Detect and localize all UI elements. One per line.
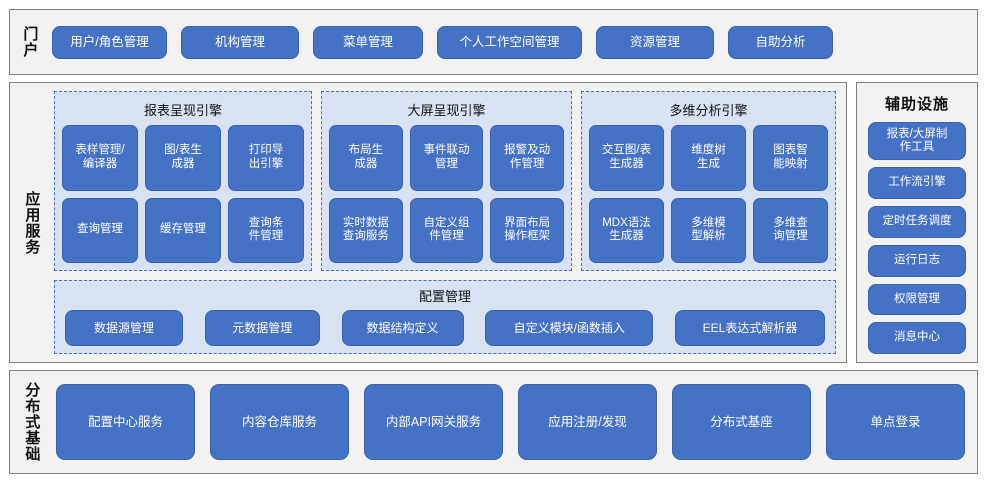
screen-item-layout-generator[interactable]: 布局生 成器 xyxy=(329,125,403,191)
screen-item-custom-component-management[interactable]: 自定义组 件管理 xyxy=(409,197,484,263)
report-item-query-condition-management[interactable]: 查询条 件管理 xyxy=(228,197,304,263)
configuration-management-button-row: 数据源管理 元数据管理 数据结构定义 自定义模块/函数插入 EEL表达式解析器 xyxy=(65,310,825,346)
report-item-template-management-compiler[interactable]: 表样管理/ 编译器 xyxy=(62,125,138,191)
report-item-chart-table-generator[interactable]: 图/表生 成器 xyxy=(145,125,221,191)
screen-item-alarm-action-management[interactable]: 报警及动 作管理 xyxy=(490,125,564,191)
aux-item-report-screen-authoring-tool[interactable]: 报表/大屏制 作工具 xyxy=(868,122,966,161)
portal-section-label: 门户 xyxy=(21,26,39,58)
application-service-section-label: 应用服务 xyxy=(23,190,41,255)
configuration-management-group: 配置管理 数据源管理 元数据管理 数据结构定义 自定义模块/函数插入 EEL表达… xyxy=(54,280,836,354)
config-item-datasource-management[interactable]: 数据源管理 xyxy=(65,310,183,346)
screen-item-ui-layout-operation-framework[interactable]: 界面布局 操作框架 xyxy=(490,197,564,263)
engine-group-multidimensional-analysis-grid: 交互图/表 生成器 维度树 生成 图表智 能映射 MDX语法 生成器 多维模 型… xyxy=(589,125,828,263)
distributed-foundation-section-label: 分布式基础 xyxy=(23,382,41,462)
portal-item-user-role-management[interactable]: 用户/角色管理 xyxy=(52,25,167,59)
engine-group-report: 报表呈现引擎 表样管理/ 编译器 图/表生 成器 打印导 出引擎 查询管理 缓存… xyxy=(54,91,312,271)
config-item-data-structure-definition[interactable]: 数据结构定义 xyxy=(341,310,464,346)
dist-item-application-registry-discovery[interactable]: 应用注册/发现 xyxy=(518,384,657,460)
portal-item-resource-management[interactable]: 资源管理 xyxy=(596,25,714,59)
portal-item-organization-management[interactable]: 机构管理 xyxy=(181,25,299,59)
screen-item-event-linkage-management[interactable]: 事件联动 管理 xyxy=(409,125,484,191)
engines-row: 报表呈现引擎 表样管理/ 编译器 图/表生 成器 打印导 出引擎 查询管理 缓存… xyxy=(54,91,836,271)
config-item-eel-expression-parser[interactable]: EEL表达式解析器 xyxy=(675,310,825,346)
dist-item-distributed-base[interactable]: 分布式基座 xyxy=(672,384,811,460)
aux-item-scheduled-task-scheduling[interactable]: 定时任务调度 xyxy=(868,205,966,238)
dist-item-content-repository-service[interactable]: 内容仓库服务 xyxy=(210,384,349,460)
engine-group-large-screen-grid: 布局生 成器 事件联动 管理 报警及动 作管理 实时数据 查询服务 自定义组 件… xyxy=(329,125,564,263)
report-item-query-management[interactable]: 查询管理 xyxy=(62,197,138,263)
dist-item-single-sign-on[interactable]: 单点登录 xyxy=(826,384,965,460)
olap-item-multidimensional-query-management[interactable]: 多维查 询管理 xyxy=(753,197,828,263)
portal-section: 门户 用户/角色管理 机构管理 菜单管理 个人工作空间管理 资源管理 自助分析 xyxy=(9,9,978,75)
olap-item-mdx-syntax-generator[interactable]: MDX语法 生成器 xyxy=(589,197,664,263)
portal-item-self-service-analysis[interactable]: 自助分析 xyxy=(728,25,833,59)
dist-item-internal-api-gateway-service[interactable]: 内部API网关服务 xyxy=(364,384,503,460)
application-service-section: 应用服务 报表呈现引擎 表样管理/ 编译器 图/表生 成器 打印导 出引擎 查询… xyxy=(9,82,847,363)
portal-button-row: 用户/角色管理 机构管理 菜单管理 个人工作空间管理 资源管理 自助分析 xyxy=(48,10,977,74)
engine-group-report-grid: 表样管理/ 编译器 图/表生 成器 打印导 出引擎 查询管理 缓存管理 查询条 … xyxy=(62,125,304,263)
auxiliary-facilities-section: 辅助设施 报表/大屏制 作工具 工作流引擎 定时任务调度 运行日志 权限管理 消… xyxy=(856,82,978,363)
config-item-custom-module-function-insertion[interactable]: 自定义模块/函数插入 xyxy=(485,310,654,346)
aux-item-runtime-log[interactable]: 运行日志 xyxy=(868,244,966,277)
report-item-print-export-engine[interactable]: 打印导 出引擎 xyxy=(228,125,304,191)
engine-group-multidimensional-analysis-title: 多维分析引擎 xyxy=(669,103,748,118)
dist-item-config-center-service[interactable]: 配置中心服务 xyxy=(56,384,195,460)
olap-item-multidimensional-model-parsing[interactable]: 多维模 型解析 xyxy=(671,197,746,263)
screen-item-realtime-data-query-service[interactable]: 实时数据 查询服务 xyxy=(329,197,403,263)
engine-group-report-title: 报表呈现引擎 xyxy=(143,103,222,118)
distributed-foundation-button-row: 配置中心服务 内容仓库服务 内部API网关服务 应用注册/发现 分布式基座 单点… xyxy=(52,371,977,473)
auxiliary-facilities-list: 报表/大屏制 作工具 工作流引擎 定时任务调度 运行日志 权限管理 消息中心 xyxy=(868,122,966,355)
portal-item-menu-management[interactable]: 菜单管理 xyxy=(313,25,423,59)
engine-group-large-screen: 大屏呈现引擎 布局生 成器 事件联动 管理 报警及动 作管理 实时数据 查询服务… xyxy=(321,91,572,271)
olap-item-interactive-chart-table-generator[interactable]: 交互图/表 生成器 xyxy=(589,125,664,191)
olap-item-dimension-tree-generation[interactable]: 维度树 生成 xyxy=(671,125,746,191)
aux-item-message-center[interactable]: 消息中心 xyxy=(868,322,966,355)
portal-item-personal-workspace-management[interactable]: 个人工作空间管理 xyxy=(437,25,582,59)
configuration-management-title: 配置管理 xyxy=(418,289,471,304)
application-service-body: 报表呈现引擎 表样管理/ 编译器 图/表生 成器 打印导 出引擎 查询管理 缓存… xyxy=(52,83,846,362)
auxiliary-facilities-title: 辅助设施 xyxy=(884,96,949,113)
distributed-foundation-section: 分布式基础 配置中心服务 内容仓库服务 内部API网关服务 应用注册/发现 分布… xyxy=(9,370,978,474)
config-item-metadata-management[interactable]: 元数据管理 xyxy=(204,310,320,346)
aux-item-permission-management[interactable]: 权限管理 xyxy=(868,283,966,316)
middle-area: 应用服务 报表呈现引擎 表样管理/ 编译器 图/表生 成器 打印导 出引擎 查询… xyxy=(9,82,978,363)
aux-item-workflow-engine[interactable]: 工作流引擎 xyxy=(868,167,966,199)
olap-item-chart-intelligent-mapping[interactable]: 图表智 能映射 xyxy=(753,125,828,191)
engine-group-large-screen-title: 大屏呈现引擎 xyxy=(407,103,486,118)
report-item-cache-management[interactable]: 缓存管理 xyxy=(145,197,221,263)
engine-group-multidimensional-analysis: 多维分析引擎 交互图/表 生成器 维度树 生成 图表智 能映射 MDX语法 生成… xyxy=(581,91,836,271)
